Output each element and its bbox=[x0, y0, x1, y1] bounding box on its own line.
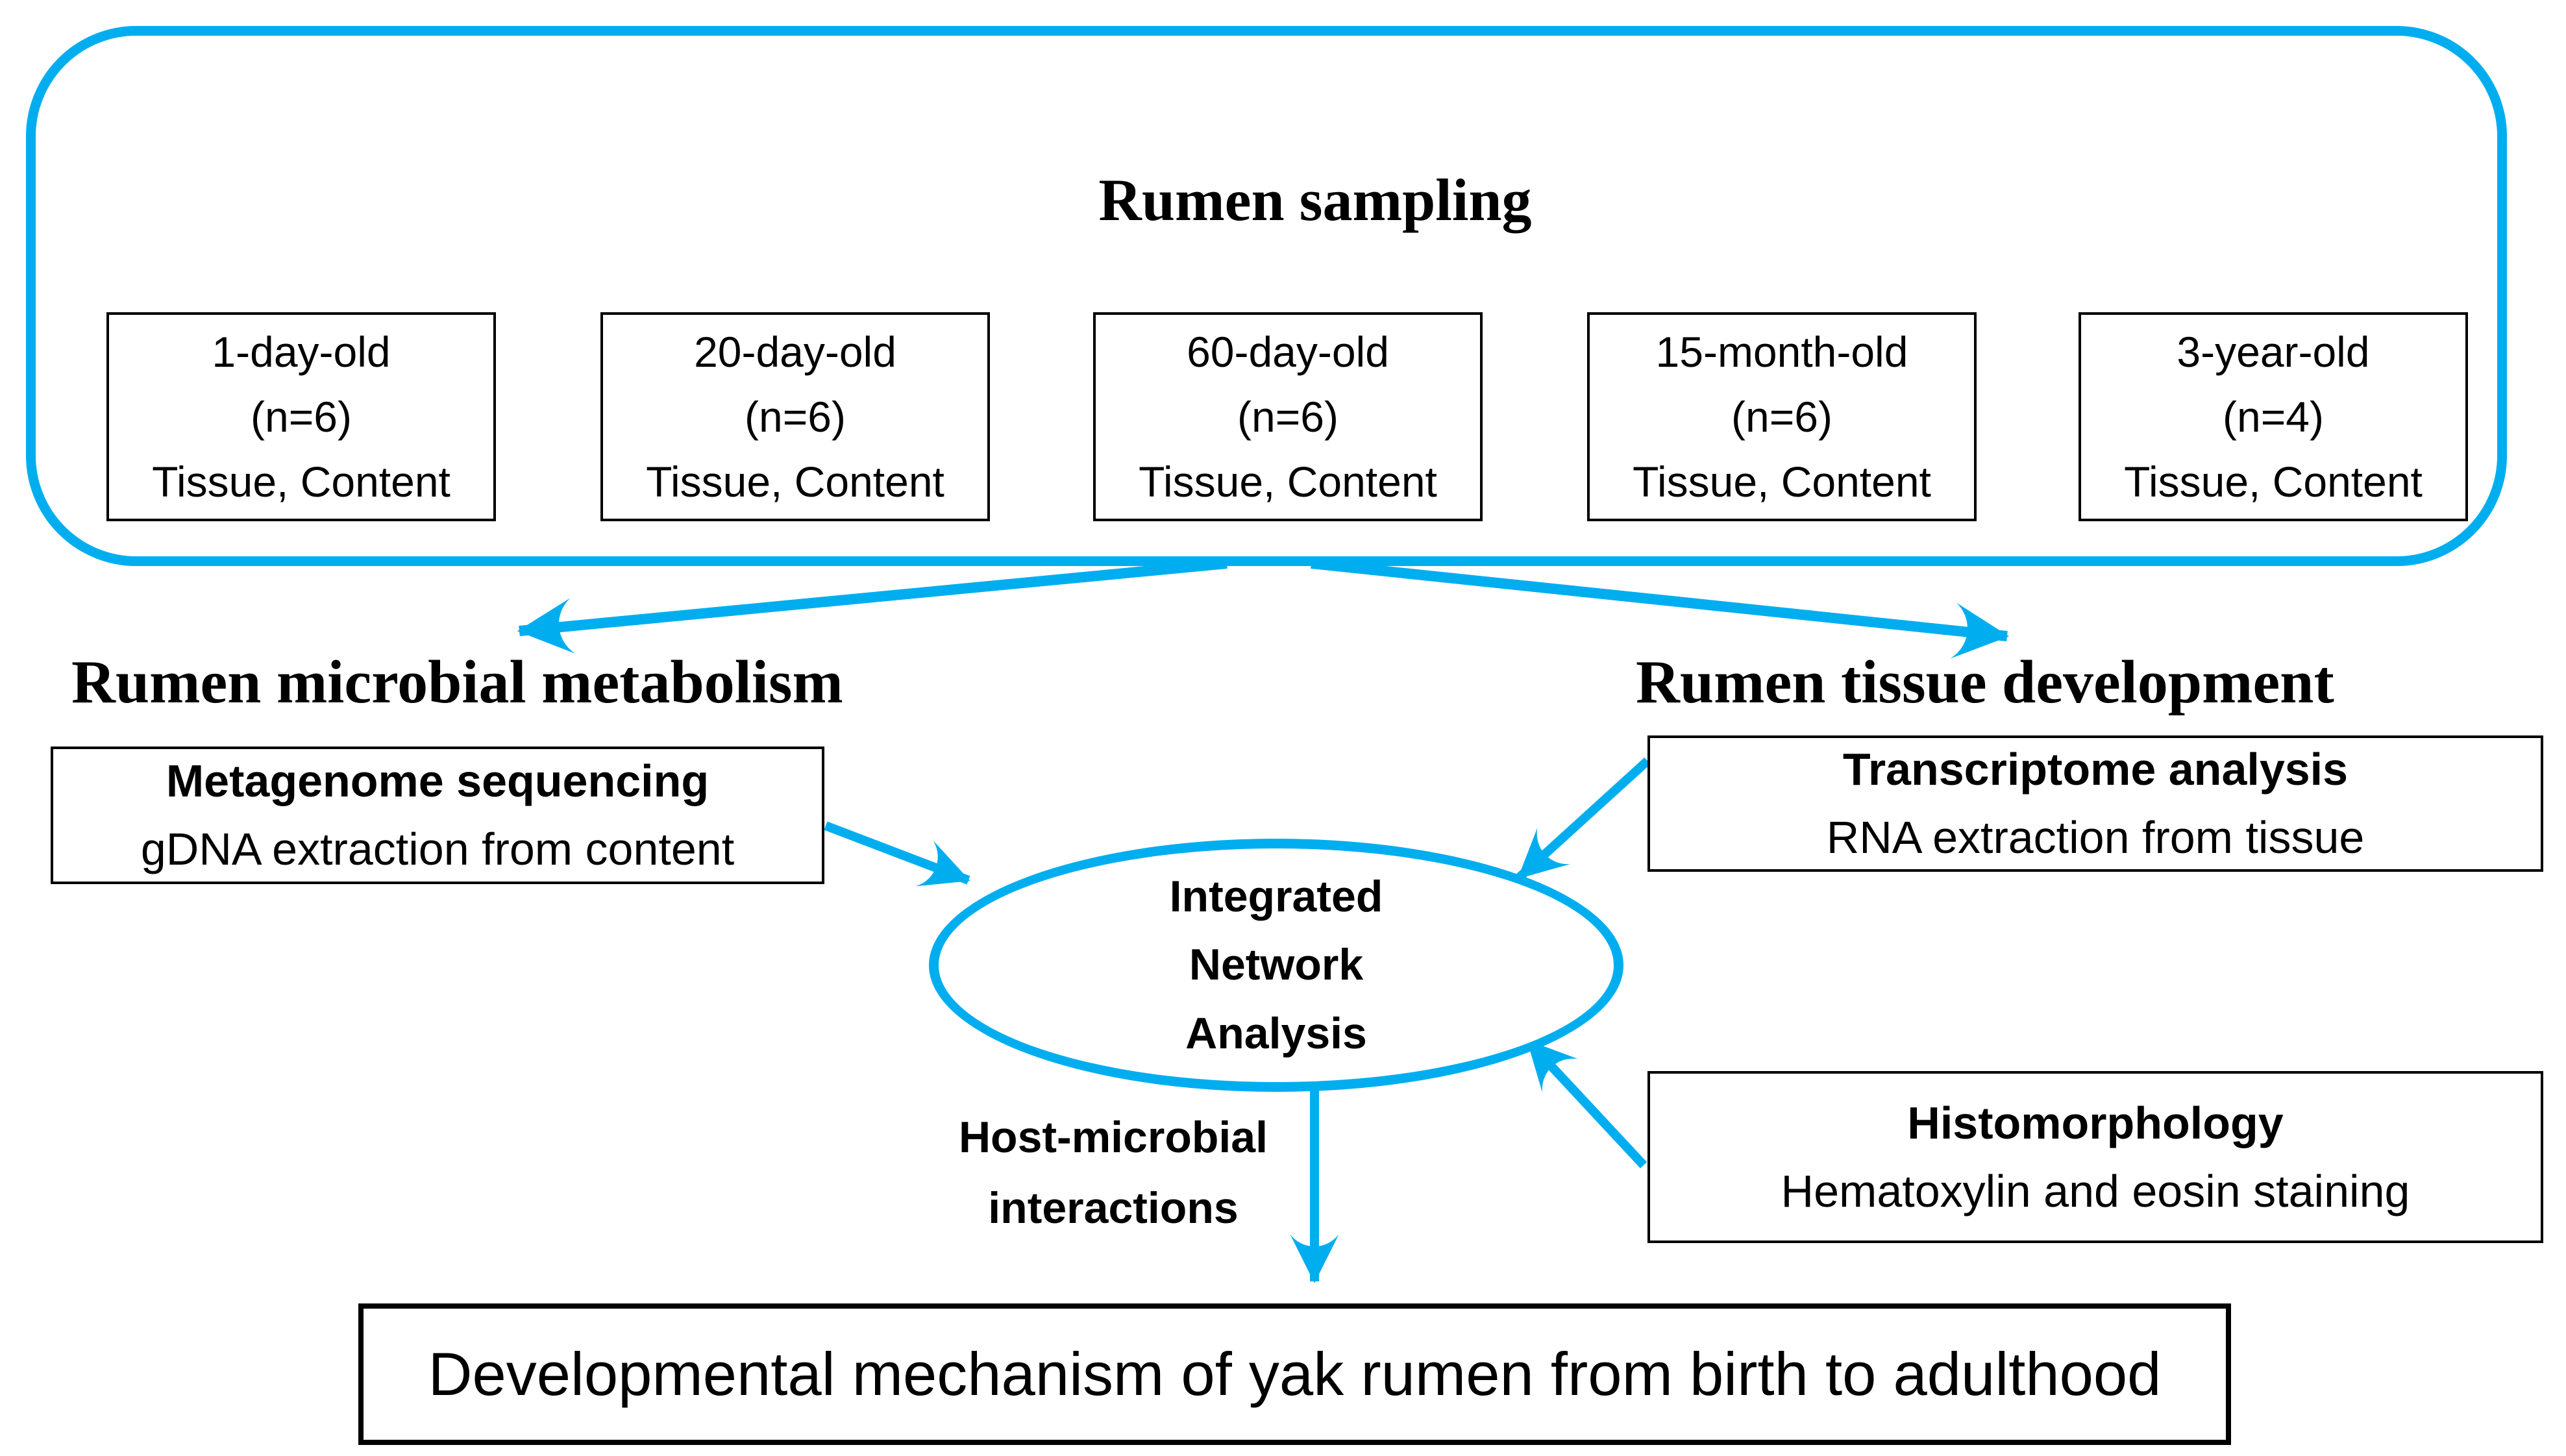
sample-types: Tissue, Content bbox=[1139, 458, 1437, 506]
histomorphology-subtitle: Hematoxylin and eosin staining bbox=[1781, 1165, 2410, 1216]
arrow-metagenome-to-analysis bbox=[824, 821, 970, 887]
outcome-box: Developmental mechanism of yak rumen fro… bbox=[358, 1303, 2231, 1445]
sample-n: (n=6) bbox=[1731, 392, 1832, 441]
outcome-text: Developmental mechanism of yak rumen fro… bbox=[428, 1340, 2162, 1408]
ellipse-line-3: Analysis bbox=[1185, 1008, 1367, 1058]
histomorphology-box: Histomorphology Hematoxylin and eosin st… bbox=[1647, 1071, 2543, 1243]
sample-n: (n=6) bbox=[745, 392, 846, 441]
sample-box-20-day: 20-day-old (n=6) Tissue, Content bbox=[600, 312, 990, 521]
heading-rumen-tissue-development: Rumen tissue development bbox=[1636, 648, 2334, 716]
histomorphology-title: Histomorphology bbox=[1907, 1097, 2284, 1148]
sampling-title: Rumen sampling bbox=[1098, 167, 1532, 233]
arrow-to-tissue-branch bbox=[1311, 558, 2010, 659]
metagenome-title: Metagenome sequencing bbox=[166, 756, 709, 806]
sample-n: (n=6) bbox=[1237, 392, 1339, 441]
integrated-network-analysis-ellipse: Integrated Network Analysis bbox=[929, 839, 1623, 1092]
arrow-transcriptome-to-analysis bbox=[1516, 757, 1651, 882]
transcriptome-box: Transcriptome analysis RNA extraction fr… bbox=[1647, 735, 2543, 872]
sample-age: 60-day-old bbox=[1187, 327, 1389, 376]
sample-box-3-year: 3-year-old (n=4) Tissue, Content bbox=[2079, 312, 2468, 521]
sample-box-60-day: 60-day-old (n=6) Tissue, Content bbox=[1093, 312, 1483, 521]
sample-types: Tissue, Content bbox=[2124, 458, 2423, 506]
edge-label-line-2: interactions bbox=[988, 1183, 1239, 1233]
sample-box-15-month: 15-month-old (n=6) Tissue, Content bbox=[1587, 312, 1977, 521]
metagenome-box: Metagenome sequencing gDNA extraction fr… bbox=[51, 747, 824, 884]
sample-types: Tissue, Content bbox=[646, 458, 944, 506]
sample-n: (n=4) bbox=[2223, 392, 2324, 441]
arrow-histomorphology-to-analysis bbox=[1524, 1038, 1647, 1168]
transcriptome-subtitle: RNA extraction from tissue bbox=[1826, 812, 2365, 863]
sample-types: Tissue, Content bbox=[1633, 458, 1931, 506]
sample-types: Tissue, Content bbox=[152, 458, 450, 506]
transcriptome-title: Transcriptome analysis bbox=[1842, 744, 2349, 795]
sample-n: (n=6) bbox=[251, 392, 352, 441]
sample-age: 3-year-old bbox=[2177, 327, 2370, 376]
edge-label-line-1: Host-microbial bbox=[958, 1113, 1268, 1162]
heading-rumen-microbial-metabolism: Rumen microbial metabolism bbox=[71, 648, 843, 716]
metagenome-subtitle: gDNA extraction from content bbox=[140, 824, 735, 874]
host-microbial-interactions-label: Host-microbial interactions bbox=[902, 1102, 1324, 1244]
sample-age: 15-month-old bbox=[1655, 327, 1908, 376]
ellipse-line-1: Integrated bbox=[1169, 871, 1383, 921]
sample-age: 20-day-old bbox=[694, 327, 896, 376]
sample-age: 1-day-old bbox=[212, 327, 391, 376]
sample-box-1-day: 1-day-old (n=6) Tissue, Content bbox=[106, 312, 496, 521]
ellipse-line-2: Network bbox=[1189, 940, 1364, 990]
arrow-to-microbial-branch bbox=[517, 558, 1227, 654]
